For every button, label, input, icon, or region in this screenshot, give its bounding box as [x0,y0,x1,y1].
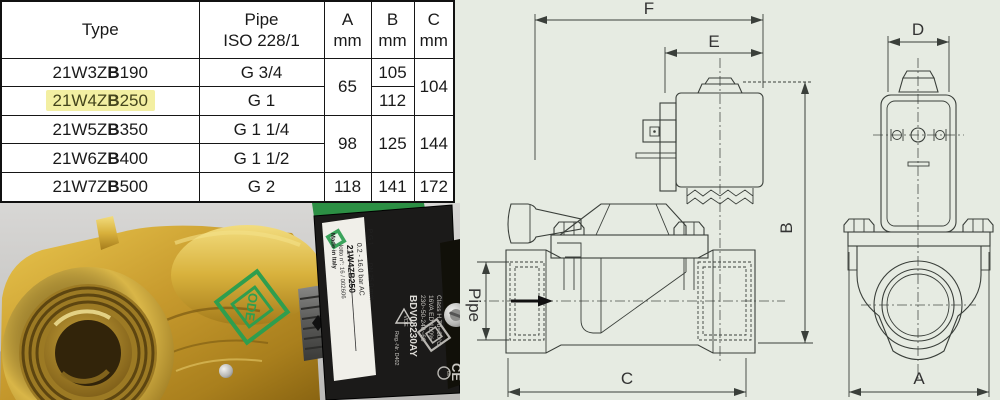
svg-text:Reg.-Nr. D402: Reg.-Nr. D402 [393,331,399,365]
svg-text:0.2 - 16.0 bar AC: 0.2 - 16.0 bar AC [355,243,365,296]
a-cell: 118 [323,172,372,203]
b-letter: B [386,9,399,29]
a-letter: A [341,9,354,29]
c-unit: mm [419,30,448,50]
dimensions-table: Type Pipe ISO 228/1 A mm B mm C mm [0,0,455,203]
type-text: 21W3Z [52,62,108,82]
dim-a-label: A [913,369,925,388]
b-cell: 112 [370,86,415,116]
pipe-cell: G 1 1/4 [198,114,325,145]
col-header-c: C mm [413,0,455,59]
product-photo-panel: ODE P [0,203,460,400]
type-text-bold: B [107,148,120,168]
type-text: 21W4Z [52,91,108,111]
dim-pipe-label: Pipe [465,288,484,322]
col-header-a: A mm [323,0,372,59]
c-letter: C [427,9,440,29]
type-text-bold: B [107,120,120,140]
pipe-header-line1: Pipe [244,9,279,29]
svg-text:VDE: VDE [402,315,408,327]
svg-text:P G 1: P G 1 [366,229,374,246]
front-view-drawing: D A [843,20,994,397]
type-cell-highlighted: 21W4ZB250 [0,86,200,116]
coil-type-label: P G 1 DN 25.0 mm 0.2 - 16.0 bar AC 21W4Z… [322,217,376,381]
b-cell: 105 [370,57,415,88]
table-row-highlighted: 21W4ZB250 G 1 112 [0,86,454,116]
svg-text:230~50-240~60: 230~50-240~60 [419,295,426,342]
type-cell: 21W5ZB350 [0,114,200,145]
table-header-row: Type Pipe ISO 228/1 A mm B mm C mm [0,0,455,59]
ul-mark [437,366,451,380]
col-header-b: B mm [370,0,415,59]
table-row: 21W7ZB500 G 2 118 141 172 [0,172,455,203]
threaded-port [2,267,174,400]
pipe-header-line2: ISO 228/1 [223,30,300,50]
svg-text:lotto n°: 16 / 002606: lotto n°: 16 / 002606 [337,245,346,300]
type-text: 21W5Z [52,120,108,140]
type-text: 21W6Z [52,148,108,168]
type-cell: 21W7ZB500 [0,172,200,203]
c-cell: 172 [413,172,455,203]
type-text-bold: B [107,177,120,197]
type-text: 400 [119,148,148,168]
svg-text:us: us [446,371,451,377]
type-text: 250 [119,91,148,111]
brass-valve-body: ODE [0,216,323,400]
type-text: 500 [119,177,148,197]
dim-d-label: D [912,20,924,39]
type-text-bold: B [107,91,120,111]
type-cell: 21W6ZB400 [0,143,200,174]
table-row: 21W5ZB350 G 1 1/4 98 125 144 [0,114,455,174]
svg-text:16VA ED 100%: 16VA ED 100% [427,295,434,340]
coil-electrical-print: VDE Reg.-Nr. D402 BDV08230AY 230~50-240~… [393,295,460,381]
col-header-type: Type [0,0,200,59]
pipe-cell: G 1 [198,86,325,116]
type-text-bold: B [107,62,120,82]
ce-mark: CE [449,363,460,381]
valve-photo: ODE P [0,203,460,400]
side-view-dimensions: F E B Pipe C [465,0,813,397]
ode-logo-on-label [325,228,347,250]
col-header-pipe: Pipe ISO 228/1 [198,0,325,59]
c-cell: 104 [413,57,455,116]
svg-text:BDV08230AY: BDV08230AY [407,295,418,357]
c-cell: 144 [413,114,455,174]
type-text: 21W7Z [52,177,108,197]
pipe-cell: G 1 1/2 [198,143,325,174]
a-cell: 98 [323,114,372,174]
dim-e-label: E [708,32,719,51]
b-cell: 125 [370,114,415,174]
type-cell: 21W3ZB190 [0,57,200,88]
a-unit: mm [333,30,362,50]
type-text: 190 [119,62,148,82]
technical-drawing-panel: F E B Pipe C [453,0,1000,400]
dimension-drawing: F E B Pipe C [465,0,994,397]
ode-logo-on-body: ODE [213,268,291,346]
pipe-cell: G 2 [198,172,325,203]
dim-b-label: B [777,222,796,233]
table-row: 21W6ZB400 G 1 1/2 [0,143,454,174]
side-view-drawing [471,58,785,362]
svg-text:DN 25.0 mm: DN 25.0 mm [366,263,375,301]
a-cell: 65 [323,57,372,116]
b-cell: 141 [370,172,415,203]
solenoid-coil: P G 1 DN 25.0 mm 0.2 - 16.0 bar AC 21W4Z… [312,203,460,400]
svg-text:ODE: ODE [242,292,261,322]
dimensions-table-panel: Type Pipe ISO 228/1 A mm B mm C mm [0,0,455,203]
type-text: 350 [119,120,148,140]
svg-text:Made in Italy: Made in Italy [329,233,337,270]
svg-text:21W4ZB250: 21W4ZB250 [345,245,358,294]
pipe-cell: G 3/4 [198,57,325,88]
dim-c-label: C [621,369,633,388]
table-row: 21W3ZB190 G 3/4 65 105 104 [0,57,455,116]
dim-f-label: F [644,0,654,18]
ode-logo-on-coil [416,317,452,353]
b-unit: mm [378,30,407,50]
